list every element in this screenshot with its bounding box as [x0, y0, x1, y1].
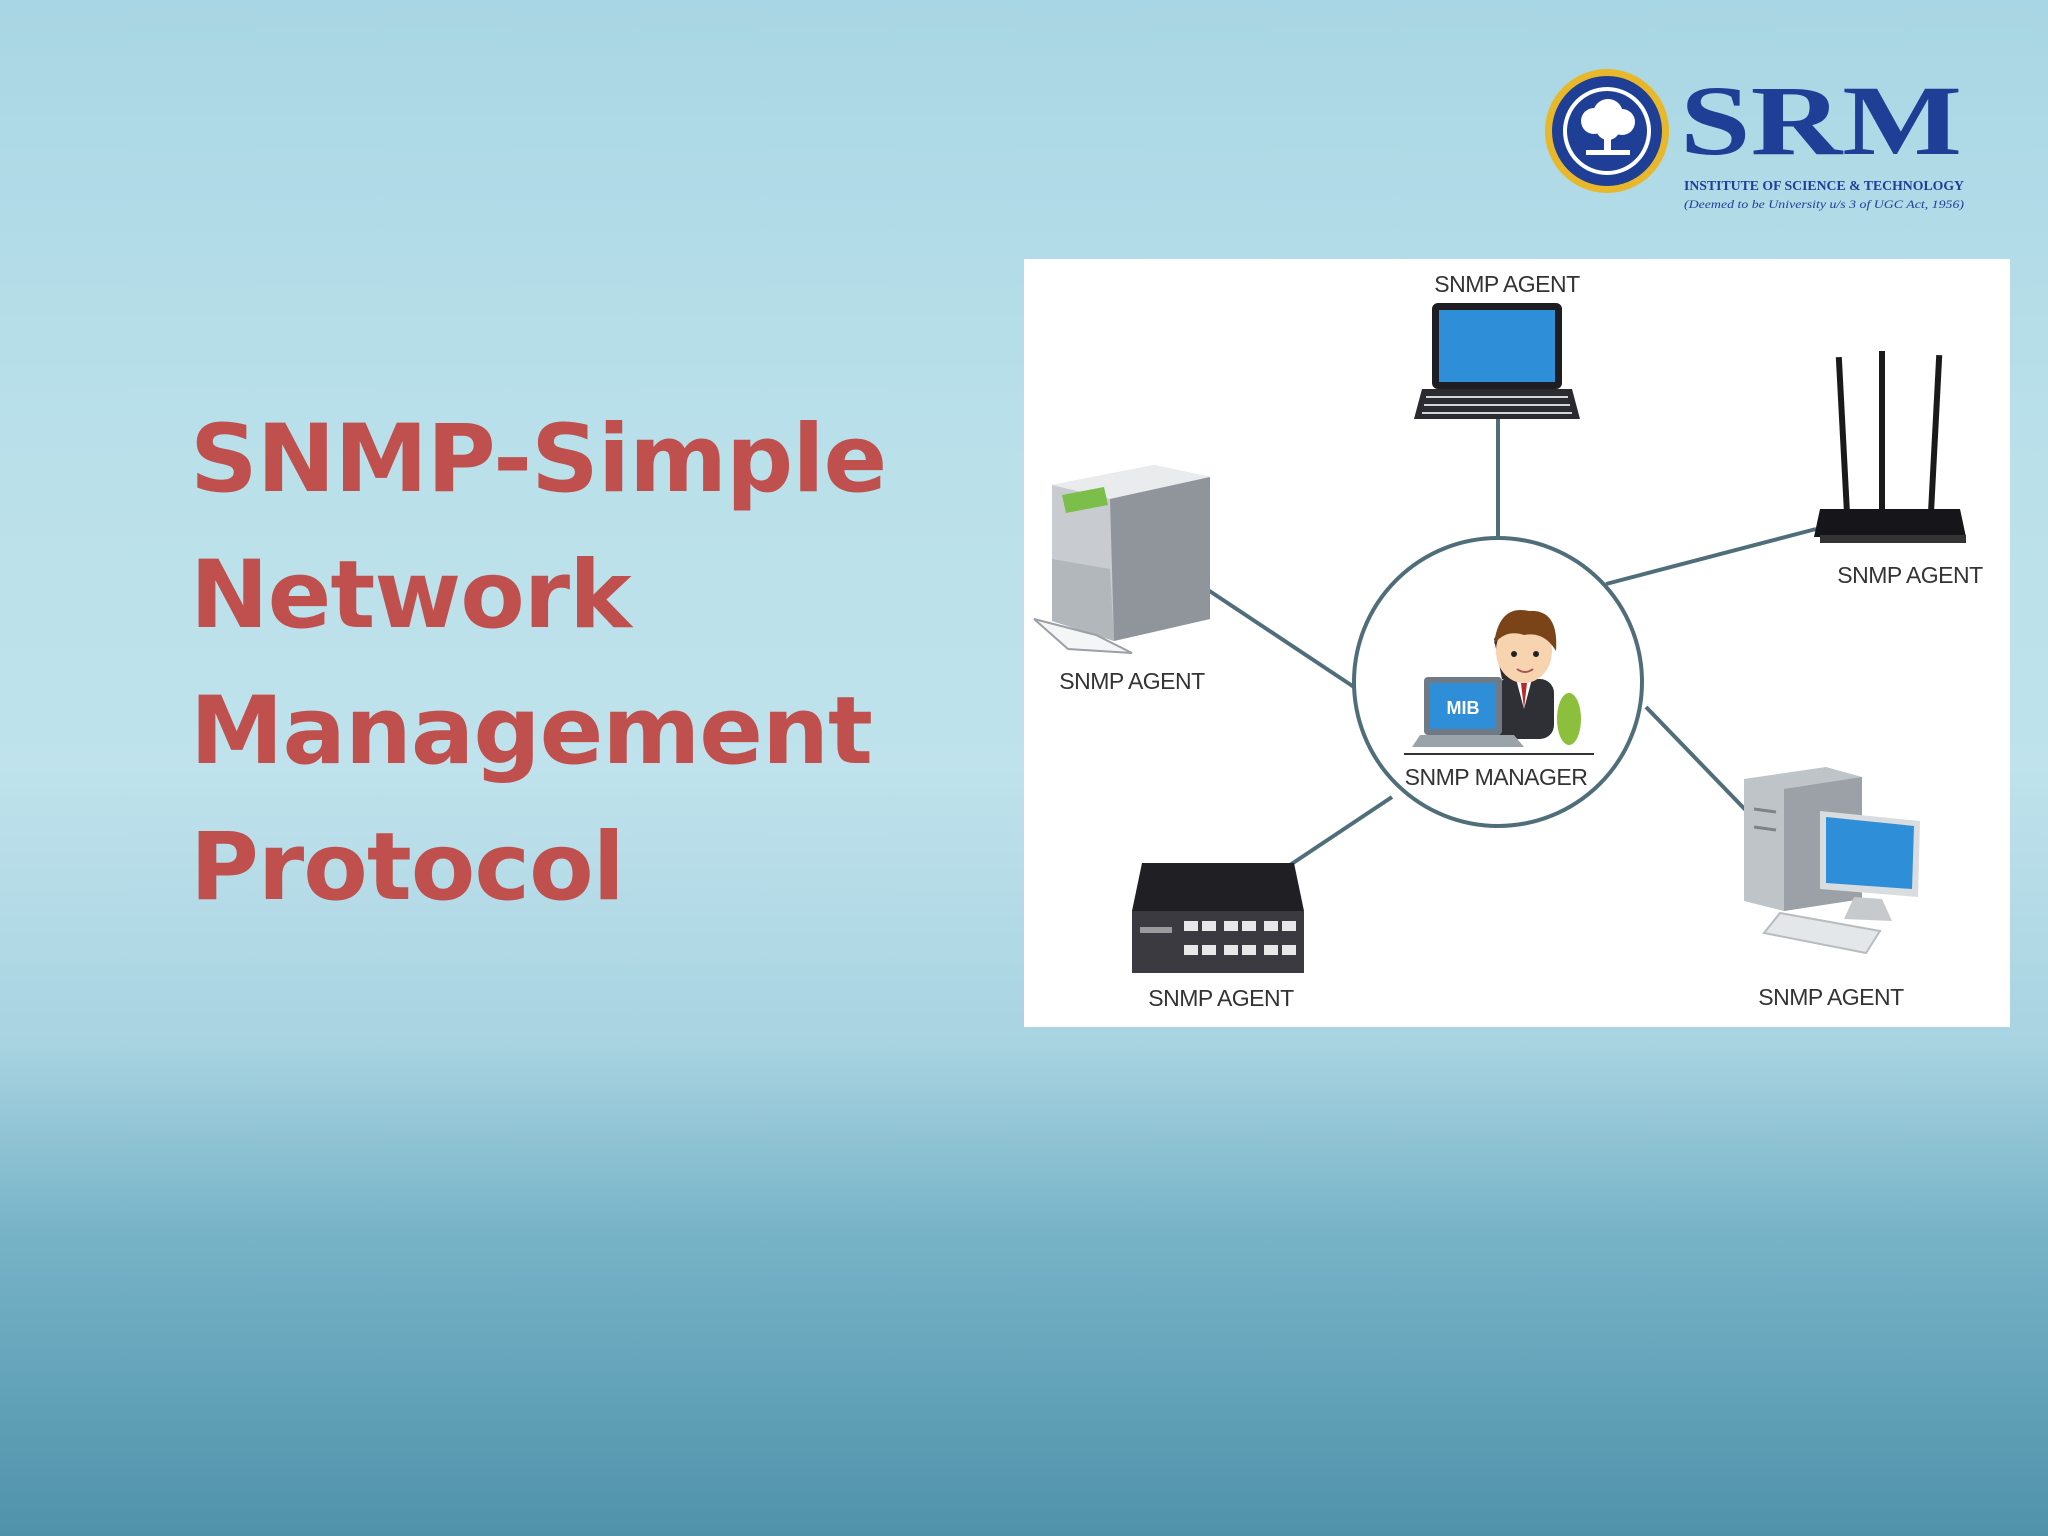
- logo-line-1: INSTITUTE OF SCIENCE & TECHNOLOGY: [1684, 179, 1964, 194]
- logo-line-2: (Deemed to be University u/s 3 of UGC Ac…: [1684, 197, 1964, 211]
- manager-person-icon: [1494, 609, 1581, 745]
- agent-laptop: SNMP AGENT: [1414, 271, 1581, 419]
- laptop-icon: [1414, 303, 1580, 419]
- mib-laptop-icon: MIB: [1404, 677, 1594, 755]
- agent-label-desktop: SNMP AGENT: [1758, 984, 1904, 1010]
- manager-label: SNMP MANAGER: [1405, 764, 1588, 790]
- srm-seal-icon: [1545, 69, 1669, 193]
- snmp-manager: MIB SNMP MANAGER: [1352, 536, 1644, 828]
- link-desktop: [1644, 705, 1764, 829]
- agent-label-switch: SNMP AGENT: [1148, 985, 1294, 1011]
- agent-label-printer: SNMP AGENT: [1059, 668, 1205, 694]
- agent-switch: SNMP AGENT: [1132, 863, 1304, 1011]
- srm-logo: SRM INSTITUTE OF SCIENCE & TECHNOLOGY (D…: [1542, 65, 1972, 216]
- switch-icon: [1132, 863, 1304, 973]
- agent-printer: SNMP AGENT: [1033, 465, 1210, 694]
- link-printer: [1197, 582, 1356, 689]
- snmp-network-diagram: MIB SNMP MANAGER SNMP AGENT: [1024, 259, 2010, 1027]
- link-router: [1605, 527, 1817, 586]
- slide-title: SNMP-Simple Network Management Protocol: [190, 392, 950, 936]
- agent-label-top: SNMP AGENT: [1434, 271, 1580, 297]
- agent-router: SNMP AGENT: [1814, 351, 1984, 588]
- logo-name: SRM: [1680, 66, 1962, 176]
- title-line-2: Network: [190, 541, 632, 650]
- agent-label-router: SNMP AGENT: [1837, 562, 1983, 588]
- title-line-1: SNMP-Simple: [190, 405, 887, 514]
- router-icon: [1814, 351, 1966, 543]
- agent-desktop: SNMP AGENT: [1744, 767, 1920, 1010]
- title-line-3: Management: [190, 677, 873, 786]
- desktop-computer-icon: [1744, 767, 1920, 955]
- mib-label: MIB: [1447, 698, 1480, 718]
- link-switch: [1282, 795, 1394, 871]
- printer-icon: [1033, 465, 1210, 654]
- title-line-4: Protocol: [190, 813, 625, 922]
